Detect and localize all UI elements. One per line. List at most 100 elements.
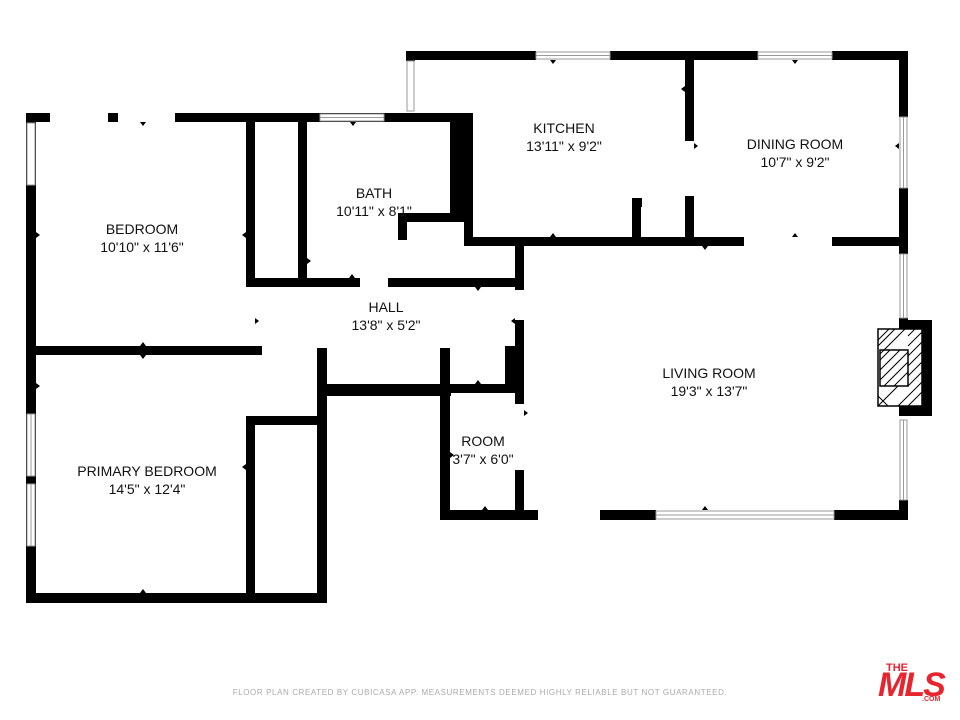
wall-kitchen-dining-divider-top [685,51,694,141]
room-dims-hall: 13'8" x 5'2" [352,317,421,333]
wall-hall-right-post [515,245,524,290]
wall-bedroom-right [246,113,255,285]
wall-living-bottom-left [520,510,538,520]
room-labels: BEDROOM 10'10" x 11'6" BATH 10'11" x 8'1… [77,120,843,497]
room-name-small-room: ROOM [461,433,505,449]
wall-kitchen-top-mid [610,51,758,60]
room-name-dining: DINING ROOM [747,136,843,152]
room-name-bedroom: BEDROOM [106,221,178,237]
opening-marker [307,258,311,264]
wall-hall-stub-left [317,348,326,396]
wall-bedroom-top-left [26,113,50,122]
opening-marker [140,355,146,359]
wall-bottom-left-wing [26,593,327,603]
room-name-living: LIVING ROOM [662,365,755,381]
opening-marker [550,233,556,237]
opening-marker [140,589,146,593]
room-dims-living: 19'3" x 13'7" [671,383,748,399]
footer-disclaimer: FLOOR PLAN CREATED BY CUBICASA APP. MEAS… [232,688,728,697]
wall-primary-closet-left [246,416,255,603]
logo-mls: MLS [878,666,946,704]
opening-marker [475,380,481,384]
wall-kitchen-dining-divider-bottom [685,196,694,246]
opening-marker [36,383,40,389]
wall-small-room-bottom [440,510,538,520]
wall-kitchen-left-stub [406,51,415,61]
wall-closet-bath-divider [298,113,307,286]
wall-small-room-right-bottom [515,470,524,520]
wall-kitchen-left [464,113,473,243]
fireplace [877,328,923,407]
opening-marker [350,122,356,126]
wall-living-bottom-mid [600,510,656,520]
wall-fireplace-bottom [899,406,932,416]
opening-marker [242,464,246,470]
wall-bath-inner-stub [398,213,407,240]
opening-marker [475,287,481,291]
wall-primary-closet-right [317,348,327,603]
wall-kitchen-pantry-top [632,198,642,207]
opening-marker [792,60,798,64]
wall-closet-bottom [246,278,308,287]
wall-bath-bottom-right [388,278,523,287]
opening-marker [524,410,528,416]
opening-markers [36,60,899,593]
wall-kitchen-pantry-left [632,198,641,243]
wall-hall-bottom-mid [317,384,451,396]
wall-right-outer-mid [899,188,908,254]
opening-marker [792,233,798,237]
wall-right-outer-top [899,51,908,117]
opening-marker [140,342,146,346]
opening-marker [36,232,40,238]
wall-left-outer [26,113,36,603]
wall-kitchen-top-right [832,51,908,60]
opening-marker [511,318,515,324]
wall-fireplace-right [922,320,932,416]
wall-small-room-top [440,384,524,393]
opening-marker [681,86,685,92]
logo-the: THE [886,662,908,674]
window-kitchen-left [406,60,415,112]
room-name-primary-bedroom: PRIMARY BEDROOM [77,463,217,479]
opening-marker [702,246,708,250]
wall-fireplace-top [899,320,932,330]
opening-marker [255,318,259,324]
opening-marker [895,143,899,149]
opening-marker [702,506,708,510]
opening-marker [450,452,454,458]
wall-kitchen-bottom [464,237,744,246]
wall-bath-inner-ledge [398,213,473,222]
logo-com: .COM [922,696,941,703]
wall-hall-right-lower [515,320,524,392]
opening-marker [140,122,146,126]
opening-marker [550,60,556,64]
wall-dining-bottom-right [832,237,908,246]
opening-marker [694,143,698,149]
wall-bedroom-top-mid [108,113,118,122]
opening-marker [242,232,246,238]
wall-small-room-left [440,384,450,520]
room-dims-kitchen: 13'11" x 9'2" [526,138,602,154]
room-dims-bedroom: 10'10" x 11'6" [100,239,184,255]
wall-hall-stub-right [440,348,450,396]
wall-bath-top [298,113,473,122]
room-dims-small-room: 3'7" x 6'0" [452,451,513,467]
windows [26,51,908,547]
wall-small-room-right-top [515,384,524,404]
room-name-bath: BATH [356,185,392,201]
room-dims-primary-bedroom: 14'5" x 12'4" [109,481,186,497]
wall-bedroom-top-right [175,113,307,122]
mls-logo: THE MLS .COM [878,660,948,706]
opening-marker [482,506,488,510]
walls [26,51,932,603]
room-name-kitchen: KITCHEN [533,120,594,136]
room-dims-bath: 10'11" x 8'1" [336,203,412,219]
wall-living-bottom-right [834,510,908,520]
wall-bath-bottom-left [298,278,360,287]
window-bedroom-left [26,122,36,186]
room-dims-dining: 10'7" x 9'2" [761,154,830,170]
wall-primary-closet-top [246,416,326,425]
wall-kitchen-top-left [406,51,536,60]
opening-marker [349,274,355,278]
